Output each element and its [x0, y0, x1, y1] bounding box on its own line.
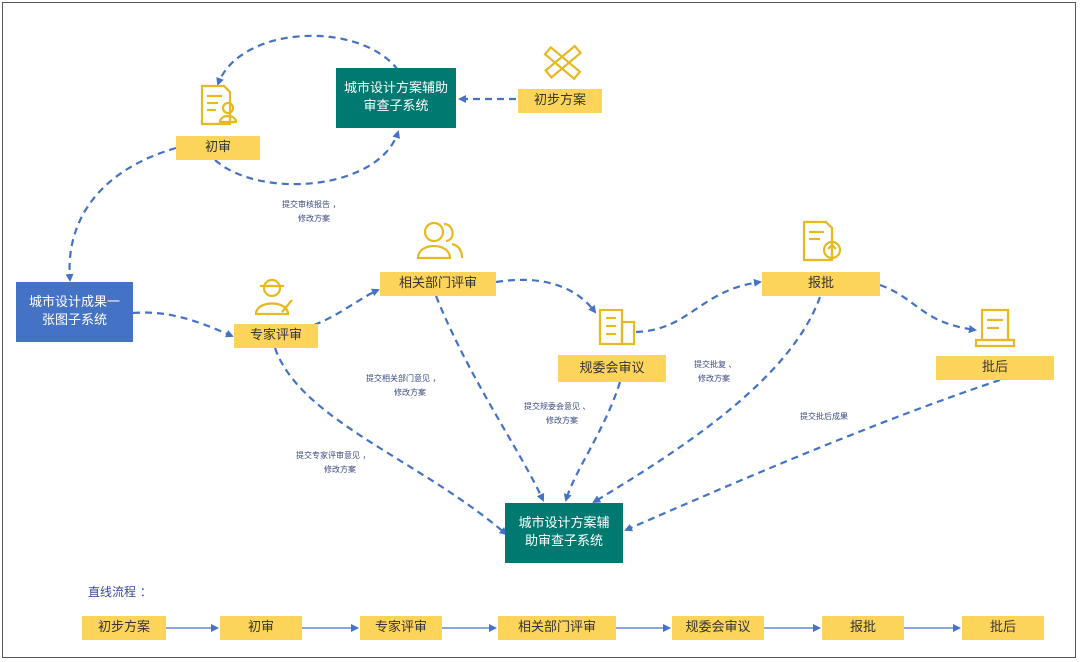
one-map-subsystem: 城市设计成果一张图子系统	[16, 282, 133, 342]
note-dept-opinion: 提交相关部门意见 ， 修改方案	[366, 374, 441, 397]
node-committee: 规委会审议	[558, 355, 666, 382]
note-post-approval-result: 提交批后成果	[800, 412, 848, 421]
arrow-submit-to-audit	[592, 296, 822, 504]
approved-document-icon	[974, 308, 1016, 348]
arrow-first-review-to-audit	[214, 130, 401, 186]
node-dept-review: 相关部门评审	[380, 272, 496, 296]
node-prelim-plan: 初步方案	[518, 89, 602, 113]
node-submit: 报批	[762, 272, 880, 296]
node-approved: 批后	[936, 356, 1054, 380]
upload-document-icon	[802, 220, 842, 262]
arrow-committee-to-submit	[635, 278, 762, 334]
arrow-dept-to-committee	[495, 278, 597, 314]
document-review-icon	[200, 84, 238, 126]
ruler-pencil-icon	[543, 44, 583, 81]
arrow-submit-to-approved	[879, 283, 977, 334]
arrow-expert-to-audit	[273, 347, 508, 536]
expert-icon	[254, 278, 293, 316]
arrow-expert-to-dept	[313, 288, 380, 327]
flow-step-expert-review: 专家评审	[360, 616, 442, 640]
note-submit-audit-report: 提交审核报告 ， 修改方案	[282, 200, 341, 223]
audit-subsystem-top: 城市设计方案辅助审查子系统	[336, 68, 456, 128]
flow-step-prelim-plan: 初步方案	[82, 616, 166, 640]
flow-step-submit: 报批	[822, 616, 904, 640]
flow-step-first-review: 初审	[220, 616, 302, 640]
arrow-committee-to-audit	[563, 381, 622, 502]
linear-flow-title: 直线流程 ：	[88, 585, 152, 599]
arrow-one-map-to-expert	[132, 311, 234, 338]
arrow-dept-to-audit	[434, 295, 545, 502]
audit-subsystem-bottom: 城市设计方案辅助审查子系统	[505, 503, 623, 563]
note-committee-opinion: 提交规委会意见 、 修改方案	[524, 402, 591, 425]
node-expert-review: 专家评审	[234, 324, 318, 348]
arrow-approved-to-audit	[624, 378, 1001, 532]
arrow-audit-to-first-review	[216, 34, 399, 86]
node-first-review: 初审	[176, 136, 260, 160]
note-expert-opinion: 提交专家评审意见 ， 修改方案	[296, 451, 371, 474]
flow-step-approved: 批后	[962, 616, 1044, 640]
people-icon	[416, 221, 464, 260]
arrow-first-review-to-one-map	[65, 146, 177, 282]
building-icon	[598, 308, 636, 346]
flow-step-dept-review: 相关部门评审	[498, 616, 616, 640]
note-approval-reply: 提交批复 、 修改方案	[694, 360, 737, 383]
flow-step-committee: 规委会审议	[672, 616, 764, 640]
